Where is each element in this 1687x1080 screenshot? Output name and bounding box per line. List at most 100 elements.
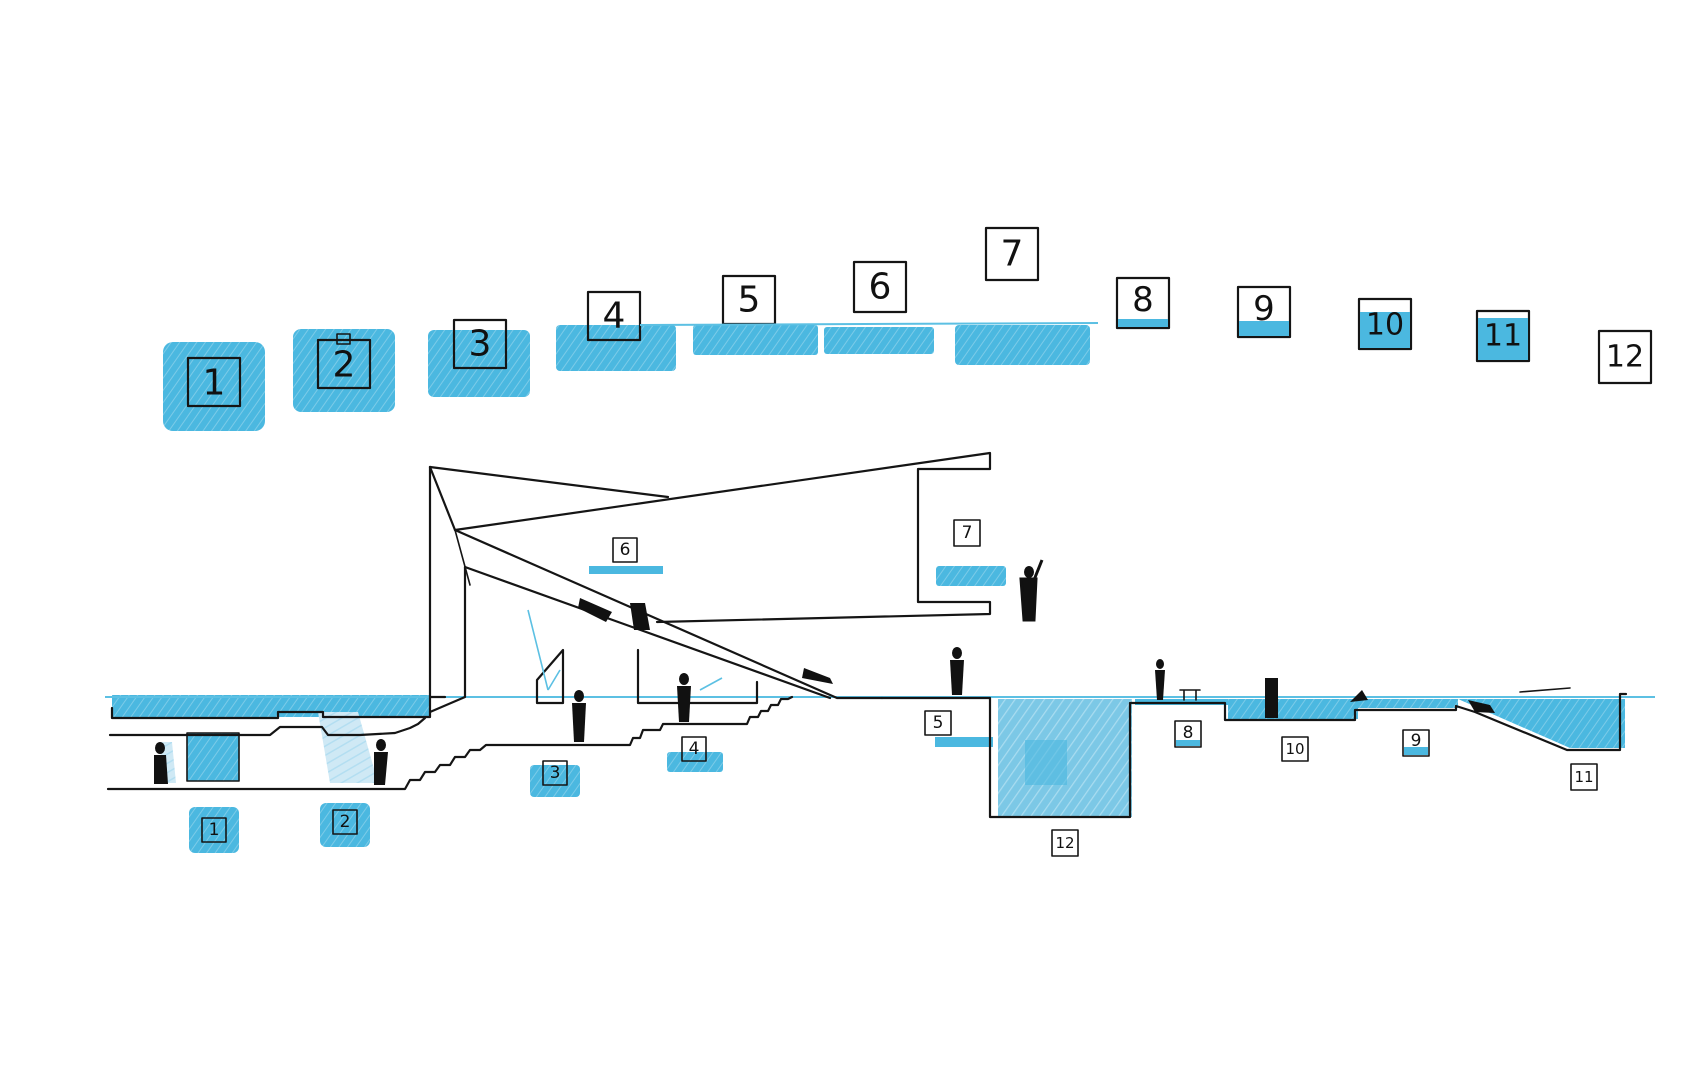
table-icon <box>1179 689 1201 701</box>
person-icon <box>1019 559 1044 622</box>
svg-text:1: 1 <box>209 820 220 840</box>
person-icon <box>950 660 964 695</box>
water-strip-5 <box>935 737 993 747</box>
person-icon <box>1156 659 1164 669</box>
legend-item-1: 1 <box>163 342 265 431</box>
water-swatch <box>955 325 1090 365</box>
sun-arrows <box>527 609 723 691</box>
section-label-10: 10 <box>1281 736 1309 762</box>
section-label-8: 8 <box>1174 720 1202 748</box>
legend-item-2: 2 <box>293 329 395 412</box>
legend-item-4: 4 <box>556 290 676 371</box>
slab-outline <box>110 695 447 720</box>
label-box <box>1236 285 1292 339</box>
person-icon <box>952 647 962 659</box>
water-swatch <box>693 325 818 355</box>
section-labels: 1 2 3 4 5 <box>189 519 1598 857</box>
building <box>428 451 992 714</box>
terrain-left <box>106 695 794 791</box>
legend-item-11: 11 <box>1475 309 1531 363</box>
section-label-5: 5 <box>924 710 952 736</box>
legend-number: 7 <box>1001 234 1024 275</box>
person-icon <box>802 668 833 684</box>
person-icon <box>677 686 691 722</box>
ground-profile <box>880 692 1628 819</box>
inner-wall <box>428 565 467 714</box>
stepped-floor <box>106 695 794 791</box>
water-fill <box>1360 312 1410 348</box>
svg-text:4: 4 <box>689 739 700 759</box>
notch <box>336 333 351 345</box>
roof-edge <box>454 529 471 586</box>
light-shaft-2 <box>318 712 378 783</box>
legend-number: 4 <box>603 296 626 337</box>
legend-number: 12 <box>1606 340 1644 375</box>
roof-back <box>428 465 670 499</box>
person-icon <box>578 598 612 622</box>
person-icon <box>1155 670 1165 700</box>
svg-text:10: 10 <box>1285 740 1304 758</box>
upper-water-slab <box>112 695 430 717</box>
legend-item-5: 5 <box>693 274 818 355</box>
water-fill <box>1118 319 1168 327</box>
label-box <box>452 318 508 370</box>
legend-item-10: 10 <box>1357 297 1413 351</box>
terrain-right <box>880 692 1628 819</box>
legend-number: 8 <box>1132 280 1154 320</box>
person-icon <box>154 755 168 784</box>
person-icon <box>1024 566 1034 578</box>
person-icon <box>572 703 586 742</box>
section-label-7: 7 <box>936 519 1006 586</box>
label-box <box>1597 329 1653 385</box>
section-drawing: 1 2 3 4 5 <box>105 451 1655 857</box>
section-label-9: 9 <box>1402 729 1430 757</box>
label-box <box>984 226 1040 282</box>
section-label-11: 11 <box>1570 763 1598 791</box>
legend-item-7: 7 <box>955 226 1090 365</box>
legend-number: 10 <box>1366 308 1404 343</box>
pool-9 <box>1358 699 1458 708</box>
person-icon <box>574 690 584 702</box>
water-fill <box>1239 321 1289 336</box>
water-swatch <box>556 325 676 371</box>
svg-text:2: 2 <box>340 812 351 832</box>
person-icon <box>630 603 650 630</box>
legend-number: 3 <box>469 324 492 365</box>
legend-row: 1 2 3 4 5 6 <box>163 226 1653 431</box>
label-box <box>586 290 642 342</box>
window-frame <box>535 648 565 705</box>
swimmers <box>1519 687 1571 693</box>
person-icon <box>374 752 388 785</box>
person-icon <box>679 673 689 685</box>
mid-floor <box>108 716 427 737</box>
legend-number: 9 <box>1253 289 1275 329</box>
legend-number: 11 <box>1484 319 1522 354</box>
legend-item-9: 9 <box>1236 285 1292 339</box>
ramp-bottom <box>463 565 832 700</box>
legend-number: 1 <box>203 363 226 404</box>
legend-waterline <box>639 322 1099 326</box>
svg-text:7: 7 <box>962 523 973 543</box>
water-block-1 <box>187 733 239 781</box>
block-1-outline <box>186 732 240 782</box>
section-label-4: 4 <box>667 736 723 772</box>
pool-11 <box>1458 699 1625 748</box>
legend-item-8: 8 <box>1115 276 1171 330</box>
section-label-2: 2 <box>320 803 370 847</box>
svg-text:12: 12 <box>1055 834 1074 852</box>
label-box <box>1115 276 1171 330</box>
person-icon <box>376 739 386 751</box>
people <box>154 559 1571 785</box>
person-icon <box>1350 690 1368 702</box>
legend-item-12: 12 <box>1597 329 1653 385</box>
legend-item-6: 6 <box>824 260 934 354</box>
svg-text:9: 9 <box>1411 731 1422 751</box>
svg-text:8: 8 <box>1183 723 1194 743</box>
pool-10 <box>1228 699 1358 719</box>
label-box <box>1475 309 1531 363</box>
pool-shadow <box>1025 740 1067 785</box>
legend-number: 5 <box>738 280 761 321</box>
label-box <box>1357 297 1413 351</box>
section-label-3: 3 <box>530 760 580 797</box>
